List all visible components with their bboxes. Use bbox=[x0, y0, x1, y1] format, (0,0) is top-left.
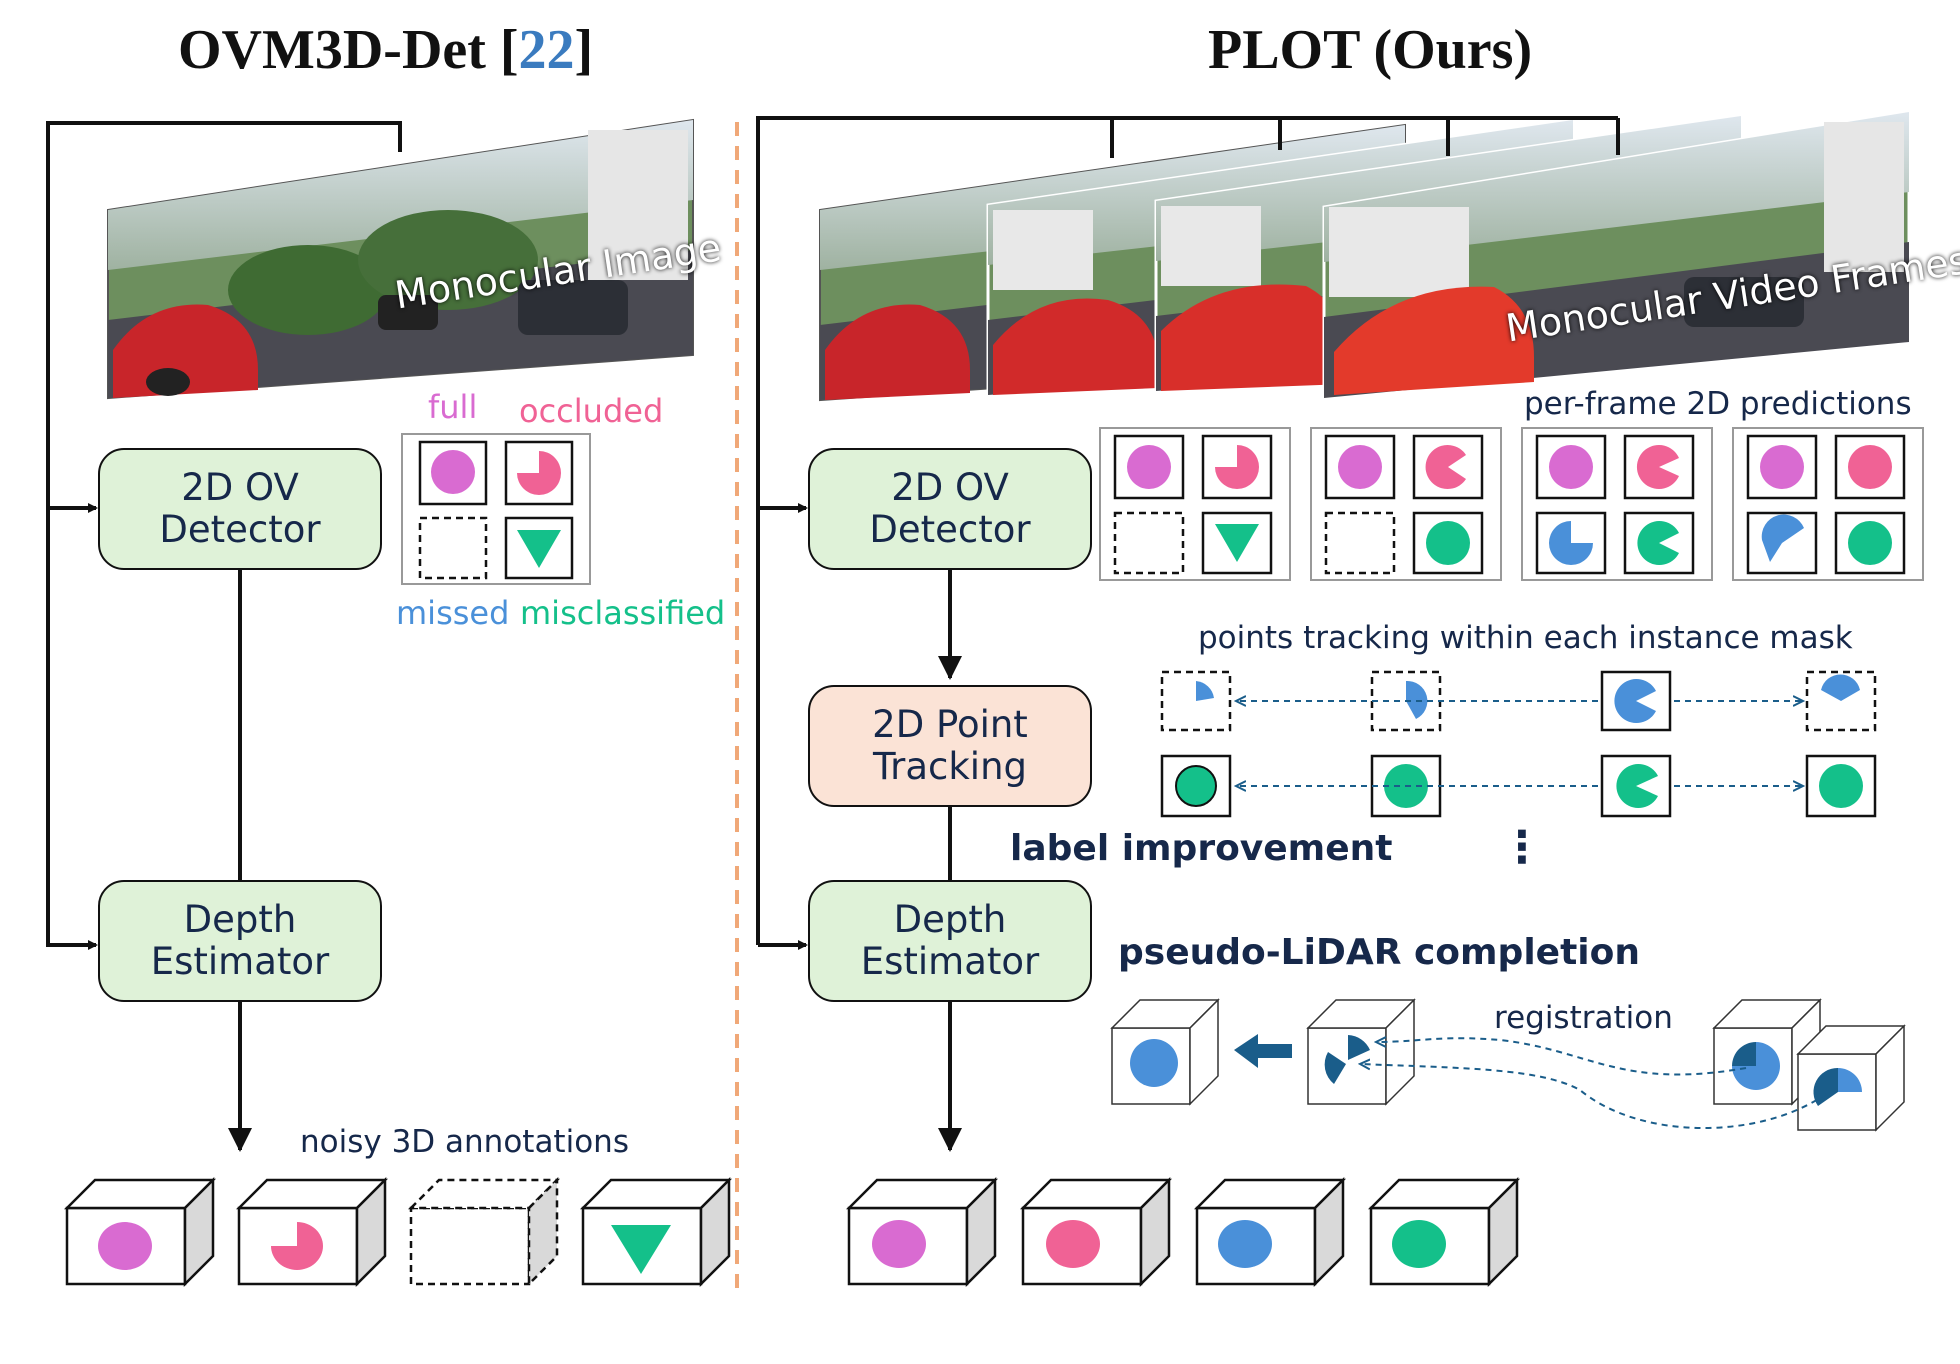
per-frame-panels bbox=[1099, 427, 1924, 581]
right-input-line bbox=[756, 116, 1618, 945]
legend-misclassified: misclassified bbox=[520, 594, 726, 632]
legend-full: full bbox=[428, 388, 478, 426]
noisy-3d-annotations-label: noisy 3D annotations bbox=[300, 1124, 629, 1160]
left-output-cubes bbox=[63, 1176, 733, 1288]
misclassified-triangle-icon bbox=[517, 530, 561, 568]
occluded-icon bbox=[517, 451, 561, 495]
left-title-ref: 22 bbox=[518, 19, 575, 81]
legend-missed: missed bbox=[396, 594, 510, 632]
vertical-ellipsis: ⋮ bbox=[1500, 822, 1544, 873]
pseudo-lidar-cubes bbox=[1110, 998, 1906, 1132]
right-title: PLOT (Ours) bbox=[1208, 19, 1533, 81]
tracking-rows bbox=[1160, 670, 1877, 818]
pseudo-lidar-completion-label: pseudo-LiDAR completion bbox=[1118, 932, 1640, 973]
right-output-cubes bbox=[845, 1176, 1521, 1288]
points-tracking-caption: points tracking within each instance mas… bbox=[1198, 620, 1853, 656]
right-2d-ov-detector: 2D OV Detector bbox=[808, 448, 1092, 570]
left-legend-panel bbox=[401, 433, 591, 585]
monocular-image bbox=[107, 118, 694, 400]
registration-label: registration bbox=[1494, 1000, 1673, 1036]
left-2d-ov-detector: 2D OV Detector bbox=[98, 448, 382, 570]
per-frame-predictions-label: per-frame 2D predictions bbox=[1524, 386, 1912, 422]
legend-occluded: occluded bbox=[519, 392, 664, 430]
video-frames bbox=[819, 110, 1911, 402]
point-tracking-box: 2D Point Tracking bbox=[808, 685, 1092, 807]
label-improvement-label: label improvement bbox=[1010, 828, 1393, 869]
full-circle-icon bbox=[431, 450, 475, 494]
left-depth-estimator: Depth Estimator bbox=[98, 880, 382, 1002]
right-depth-estimator: Depth Estimator bbox=[808, 880, 1092, 1002]
completion-arrow-icon bbox=[1234, 1034, 1292, 1068]
left-title: OVM3D-Det [22] bbox=[178, 19, 594, 81]
left-input-line bbox=[46, 121, 402, 950]
left-title-text: OVM3D-Det bbox=[178, 19, 486, 81]
